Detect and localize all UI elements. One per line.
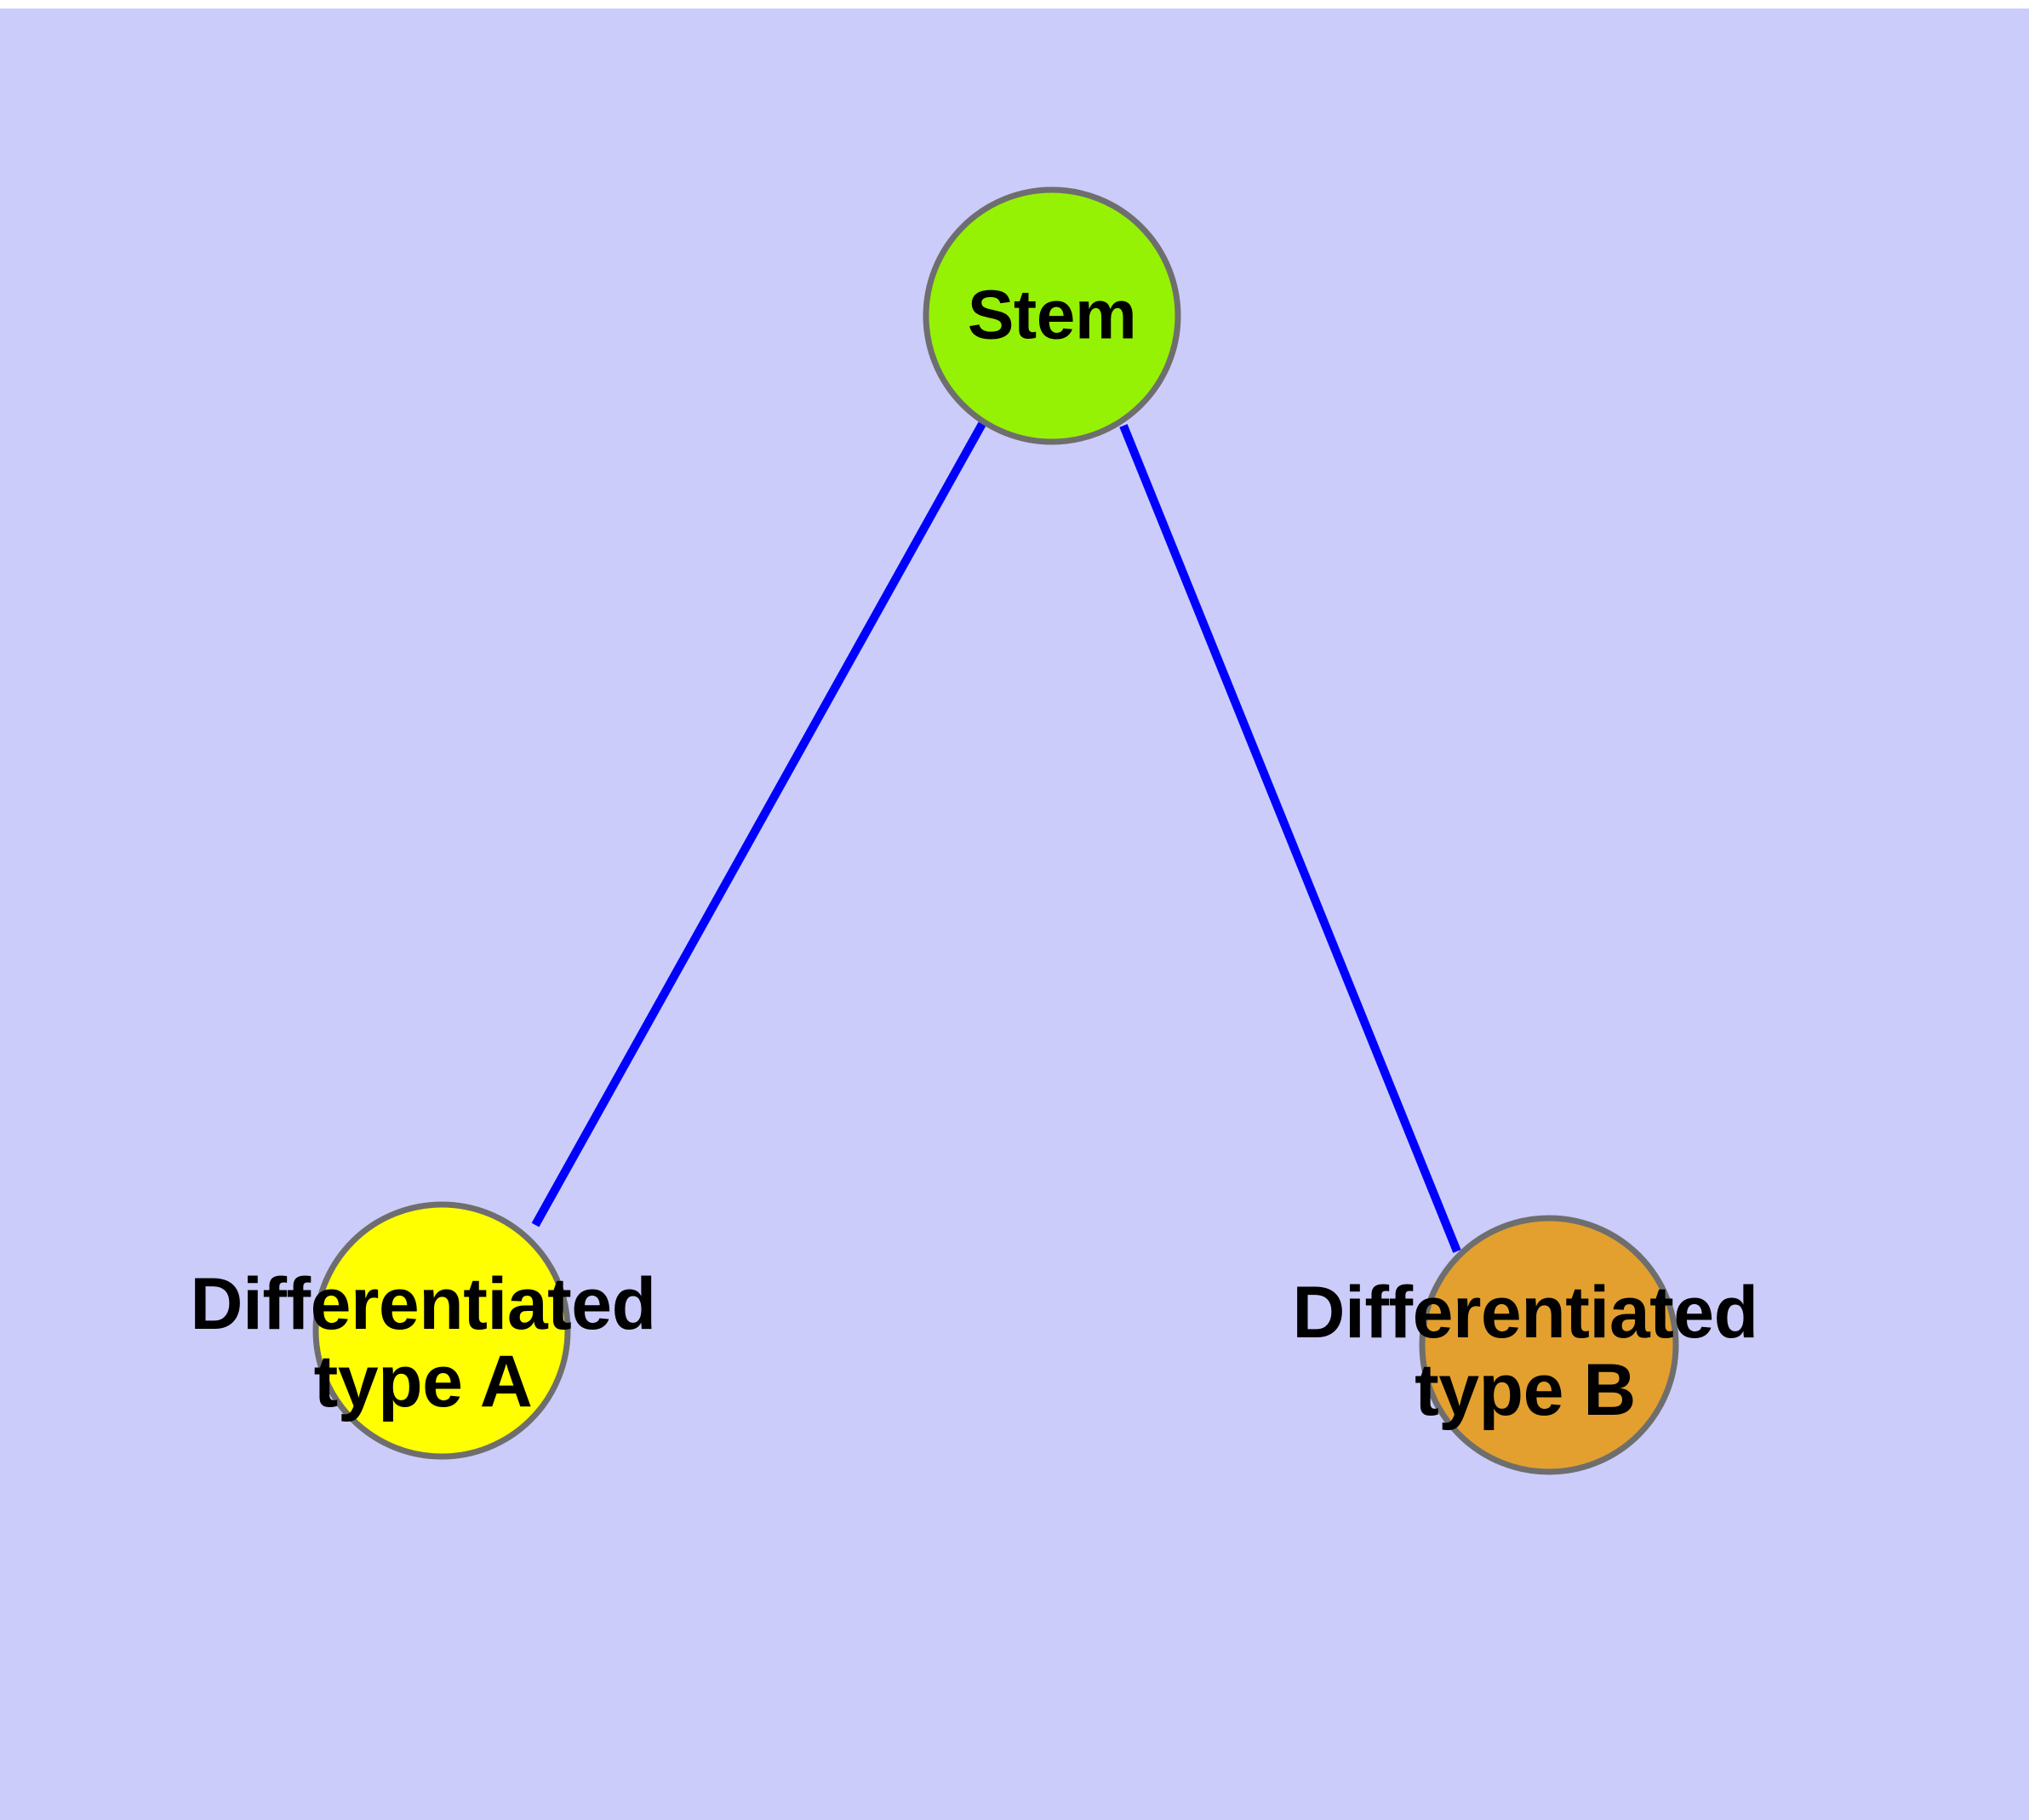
edge-stem-to-differentiated-type-a — [531, 421, 986, 1228]
node-differentiated-type-b[interactable] — [1419, 1215, 1679, 1475]
edges-layer — [531, 421, 1461, 1253]
nodes-layer — [312, 186, 1679, 1475]
edge-stem-to-differentiated-type-b — [1119, 424, 1461, 1253]
node-differentiated-type-a[interactable] — [312, 1201, 571, 1460]
node-stem[interactable] — [923, 186, 1181, 445]
